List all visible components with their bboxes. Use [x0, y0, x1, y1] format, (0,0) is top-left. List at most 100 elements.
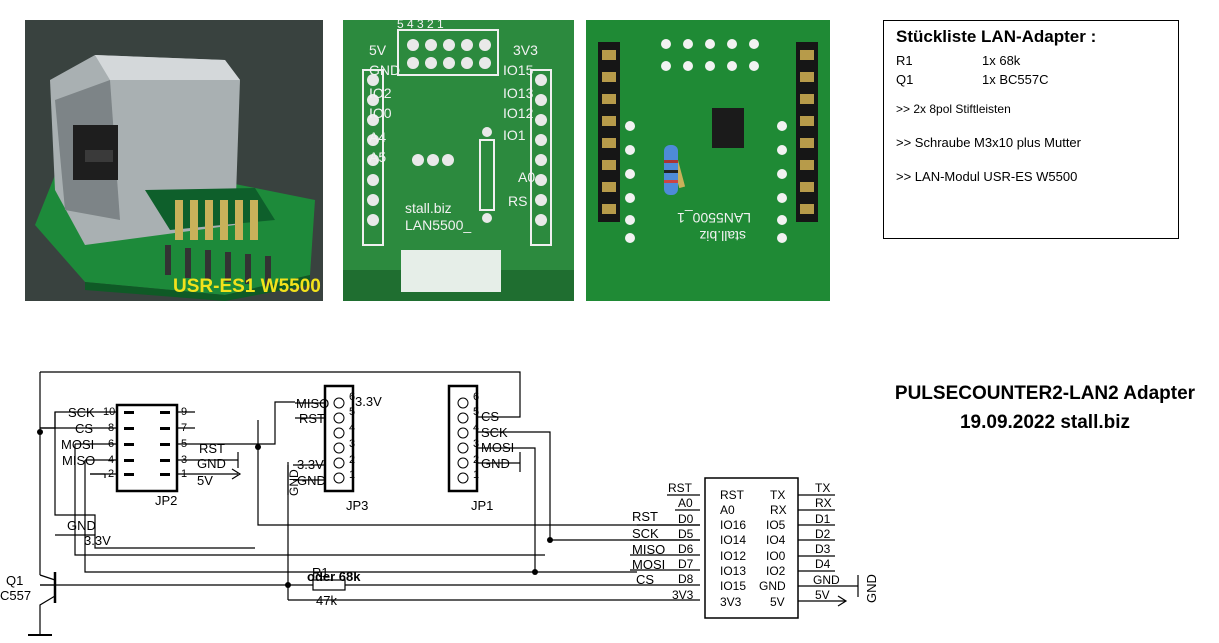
svg-text:TX: TX	[770, 488, 785, 502]
svg-text:MOSI: MOSI	[481, 440, 514, 455]
svg-text:3V3: 3V3	[720, 595, 742, 609]
diagram-subtitle: 19.09.2022 stall.biz	[959, 412, 1131, 433]
svg-text:MOSI: MOSI	[632, 557, 665, 572]
svg-text:RX: RX	[815, 496, 832, 510]
svg-text:GND: GND	[759, 579, 786, 593]
svg-text:GND: GND	[481, 456, 510, 471]
svg-text:A0: A0	[518, 169, 535, 185]
svg-text:CS: CS	[481, 409, 499, 424]
svg-text:Q1: Q1	[6, 573, 23, 588]
svg-text:GND: GND	[369, 62, 400, 78]
svg-text:6: 6	[108, 438, 114, 450]
svg-text:2: 2	[349, 454, 355, 466]
svg-text:IO2: IO2	[766, 564, 786, 578]
svg-text:7: 7	[181, 422, 187, 434]
bom-note: >> 2x 8pol Stiftleisten	[896, 102, 1011, 116]
svg-text:IO4: IO4	[766, 533, 786, 547]
svg-text:5V: 5V	[815, 588, 830, 602]
svg-text:GND: GND	[297, 473, 326, 488]
svg-text:1: 1	[181, 468, 187, 480]
svg-text:IO15: IO15	[720, 579, 746, 593]
svg-text:5: 5	[349, 406, 355, 418]
svg-text:6: 6	[349, 391, 355, 403]
svg-text:3V3: 3V3	[672, 588, 694, 602]
svg-text:JP1: JP1	[471, 498, 493, 513]
svg-text:3.3V: 3.3V	[297, 457, 324, 472]
svg-text:2: 2	[108, 468, 114, 480]
svg-text:GND: GND	[813, 573, 840, 587]
svg-text:IO15: IO15	[503, 62, 534, 78]
svg-text:IO16: IO16	[720, 518, 746, 532]
svg-text:3.3V: 3.3V	[355, 394, 382, 409]
svg-text:CS: CS	[636, 572, 654, 587]
photo-pcb-bottom: stall.biz LAN5500_1	[586, 20, 830, 301]
svg-text:3: 3	[349, 438, 355, 450]
svg-text:stall.biz: stall.biz	[405, 200, 452, 216]
bom-note: >> LAN-Modul USR-ES W5500	[896, 169, 1078, 184]
svg-text:5: 5	[473, 406, 479, 418]
svg-text:IO12: IO12	[720, 549, 746, 563]
svg-text:stall.biz: stall.biz	[699, 228, 746, 244]
svg-text:IO5: IO5	[766, 518, 786, 532]
svg-text:6: 6	[473, 391, 479, 403]
svg-text:RS: RS	[508, 193, 527, 209]
svg-text:3: 3	[473, 438, 479, 450]
svg-text:3: 3	[181, 454, 187, 466]
svg-text:RX: RX	[770, 503, 787, 517]
svg-text:D3: D3	[815, 542, 831, 556]
svg-text:MISO: MISO	[62, 453, 95, 468]
svg-text:RST: RST	[668, 481, 693, 495]
bom-note: >> Schraube M3x10 plus Mutter	[896, 135, 1081, 150]
svg-text:4: 4	[349, 422, 355, 434]
svg-text:1: 1	[473, 469, 479, 481]
svg-text:RST: RST	[632, 509, 658, 524]
svg-text:RST: RST	[720, 488, 745, 502]
photo-lan-module: USR-ES1 W5500	[25, 20, 323, 301]
svg-text:LAN5500_: LAN5500_	[405, 217, 471, 233]
svg-text:5V: 5V	[369, 42, 387, 58]
svg-text:9: 9	[181, 406, 187, 418]
svg-text:2: 2	[473, 454, 479, 466]
svg-text:IO13: IO13	[503, 85, 534, 101]
svg-text:GND: GND	[287, 469, 301, 496]
svg-text:D2: D2	[815, 527, 831, 541]
svg-text:MISO: MISO	[296, 396, 329, 411]
module-label: USR-ES1 W5500	[173, 276, 321, 297]
svg-text:10: 10	[103, 406, 115, 418]
svg-text:TX: TX	[815, 481, 830, 495]
svg-text:SCK: SCK	[68, 405, 95, 420]
svg-text:5 4 3 2 1: 5 4 3 2 1	[397, 20, 444, 31]
svg-text:5V: 5V	[197, 473, 213, 488]
svg-text:D0: D0	[678, 512, 694, 526]
svg-text:R1: R1	[312, 565, 329, 580]
svg-text:IO1: IO1	[503, 127, 526, 143]
svg-text:A0: A0	[678, 496, 693, 510]
svg-text:A0: A0	[720, 503, 735, 517]
svg-text:LAN5500_1: LAN5500_1	[677, 210, 751, 226]
svg-text:oder 68k: oder 68k	[307, 569, 361, 584]
svg-text:8: 8	[108, 422, 114, 434]
svg-text:GND: GND	[197, 456, 226, 471]
svg-text:IO13: IO13	[720, 564, 746, 578]
svg-text:RST: RST	[299, 411, 325, 426]
svg-text:GND: GND	[864, 574, 879, 603]
svg-text:4: 4	[108, 454, 114, 466]
svg-text:4: 4	[473, 422, 479, 434]
svg-text:SCK: SCK	[632, 526, 659, 541]
svg-text:A4: A4	[369, 129, 386, 145]
svg-text:RST: RST	[199, 441, 225, 456]
svg-text:IO2: IO2	[369, 85, 392, 101]
svg-text:3.3V: 3.3V	[84, 533, 111, 548]
bom-title: Stückliste LAN-Adapter :	[896, 27, 1097, 46]
svg-text:SCK: SCK	[481, 425, 508, 440]
svg-text:1: 1	[349, 469, 355, 481]
svg-text:D4: D4	[815, 557, 831, 571]
svg-text:D1: D1	[815, 512, 831, 526]
diagram-title: PULSECOUNTER2-LAN2 Adapter	[894, 383, 1196, 404]
svg-text:IO12: IO12	[503, 105, 534, 121]
svg-text:A5: A5	[369, 149, 386, 165]
svg-text:JP3: JP3	[346, 498, 368, 513]
svg-text:MISO: MISO	[632, 542, 665, 557]
